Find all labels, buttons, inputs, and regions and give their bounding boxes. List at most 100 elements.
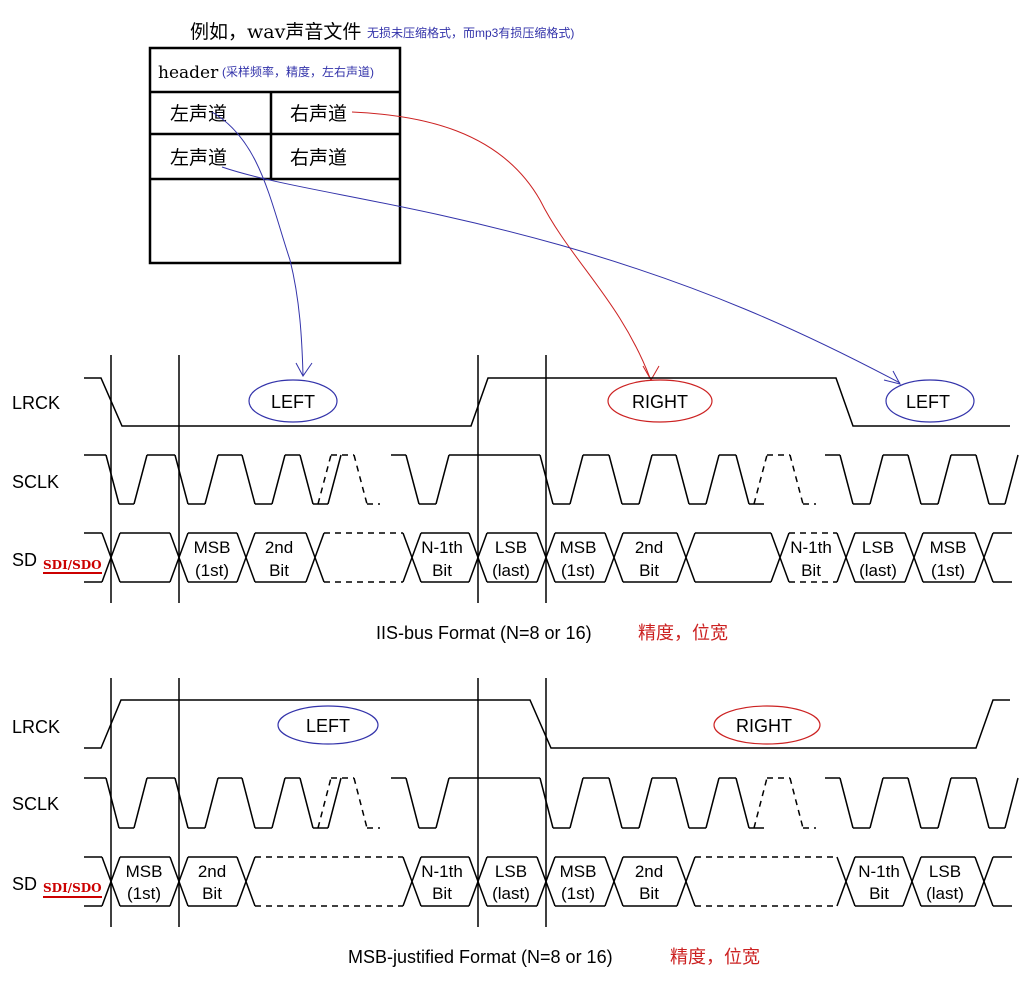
iis-sd-bus (84, 532, 1012, 583)
msb-cell-3-line1: N-1th (421, 862, 463, 881)
wav-title: 例如，wav声音文件 (190, 21, 361, 43)
msb-sclk-label: SCLK (12, 794, 59, 814)
waveform-segment (675, 777, 690, 829)
msb-label-right: RIGHT (736, 716, 792, 736)
iis-label-right: RIGHT (632, 392, 688, 412)
msb-cell-5-line1: MSB (560, 862, 597, 881)
waveform-segment (236, 532, 256, 583)
waveform-segment (839, 454, 854, 505)
iis-cell-5-line2: (1st) (561, 561, 595, 580)
waveform-segment (174, 454, 189, 505)
waveform-segment (327, 777, 342, 829)
waveform-dashed-segment (353, 454, 368, 505)
waveform-segment (204, 454, 219, 505)
iis-sd-cell-labels: MSB (1st) 2nd Bit N-1th Bit LSB (last) M… (194, 538, 967, 580)
msb-cell-7-line1: N-1th (858, 862, 900, 881)
msb-cell-4-line2: (last) (492, 884, 530, 903)
waveform-segment (539, 454, 554, 505)
iis-cell-2-line2: Bit (269, 561, 289, 580)
iis-cell-1-line2: (1st) (195, 561, 229, 580)
iis-cell-8-line1: LSB (862, 538, 894, 557)
iis-sd-label: SD (12, 550, 37, 570)
waveform-segment (975, 777, 990, 829)
msb-cell-1-line2: (1st) (127, 884, 161, 903)
msb-cell-3-line2: Bit (432, 884, 452, 903)
wav-box-frame (148, 46, 402, 265)
iis-cell-2-line1: 2nd (265, 538, 293, 557)
msb-caption: MSB-justified Format (N=8 or 16) (348, 947, 613, 967)
waveform-segment (1004, 454, 1019, 505)
waveform-segment (271, 777, 286, 829)
waveform-dashed-segment (789, 777, 804, 829)
waveform-segment (676, 532, 696, 583)
waveform-segment (604, 532, 624, 583)
arrow-left-sample-2 (221, 166, 901, 384)
wav-row2-left: 左声道 (170, 147, 227, 169)
waveform-segment (638, 454, 653, 505)
waveform-dashed-segment (789, 454, 804, 505)
waveform-segment (105, 454, 120, 505)
wav-header-note: (采样频率，精度，左右声道) (222, 64, 374, 79)
waveform-segment (468, 856, 488, 907)
waveform-segment (836, 532, 856, 583)
waveform-segment (1004, 777, 1019, 829)
msb-sd-bus (84, 856, 1012, 907)
iis-cell-6-line2: Bit (639, 561, 659, 580)
waveform-segment (536, 856, 556, 907)
waveform-segment (902, 856, 922, 907)
iis-label-left-1: LEFT (271, 392, 315, 412)
waveform-segment (676, 856, 696, 907)
waveform-dashed-segment (353, 777, 368, 829)
waveform-segment (536, 532, 556, 583)
msb-cell-2-line1: 2nd (198, 862, 226, 881)
iis-cell-1-line1: MSB (194, 538, 231, 557)
iis-lrck-label: LRCK (12, 393, 60, 413)
waveform-segment (839, 777, 854, 829)
iis-sclk-wave (84, 454, 1019, 505)
iis-cell-6-line1: 2nd (635, 538, 663, 557)
waveform-segment (327, 454, 342, 505)
waveform-segment (937, 454, 952, 505)
iis-sclk-label: SCLK (12, 472, 59, 492)
waveform-dashed-segment (317, 454, 332, 505)
msb-lrck-wave (84, 699, 1010, 749)
wav-row2-right: 右声道 (290, 147, 347, 169)
waveform-segment (705, 777, 720, 829)
waveform-segment (305, 532, 325, 583)
waveform-segment (604, 856, 624, 907)
waveform-segment (402, 532, 422, 583)
waveform-segment (402, 856, 422, 907)
waveform-segment (133, 454, 148, 505)
iis-cell-7-line2: Bit (801, 561, 821, 580)
waveform-segment (675, 454, 690, 505)
waveform-segment (236, 856, 256, 907)
waveform-segment (405, 777, 420, 829)
msb-sd-cell-labels: MSB (1st) 2nd Bit N-1th Bit LSB (last) M… (126, 862, 964, 903)
waveform-segment (638, 777, 653, 829)
iis-format: LRCK SCLK SD SDI/SDO LEFT RIGHT LEFT MSB… (12, 355, 1019, 644)
msb-cell-8-line1: LSB (929, 862, 961, 881)
waveform-dashed-segment (753, 777, 768, 829)
arrow-right-sample-1 (351, 111, 651, 379)
iis-sd-note: SDI/SDO (43, 558, 102, 572)
msb-sclk-wave (84, 777, 1019, 829)
waveform-segment (241, 777, 256, 829)
waveform-segment (735, 777, 750, 829)
iis-cell-3-line2: Bit (432, 561, 452, 580)
waveform-segment (169, 532, 189, 583)
waveform-segment (735, 454, 750, 505)
waveform-segment (608, 454, 623, 505)
wav-title-note: 无损未压缩格式，而mp3有损压缩格式) (367, 25, 574, 40)
iis-cell-3-line1: N-1th (421, 538, 463, 557)
wav-header-label: header (158, 63, 219, 83)
waveform-segment (101, 532, 121, 583)
msb-label-left: LEFT (306, 716, 350, 736)
waveform-segment (174, 777, 189, 829)
iis-cell-4-line2: (last) (492, 561, 530, 580)
waveform-segment (539, 777, 554, 829)
waveform-segment (241, 454, 256, 505)
msb-lrck-label: LRCK (12, 717, 60, 737)
arrow-left-sample-1 (211, 111, 304, 376)
waveform-segment (907, 777, 922, 829)
